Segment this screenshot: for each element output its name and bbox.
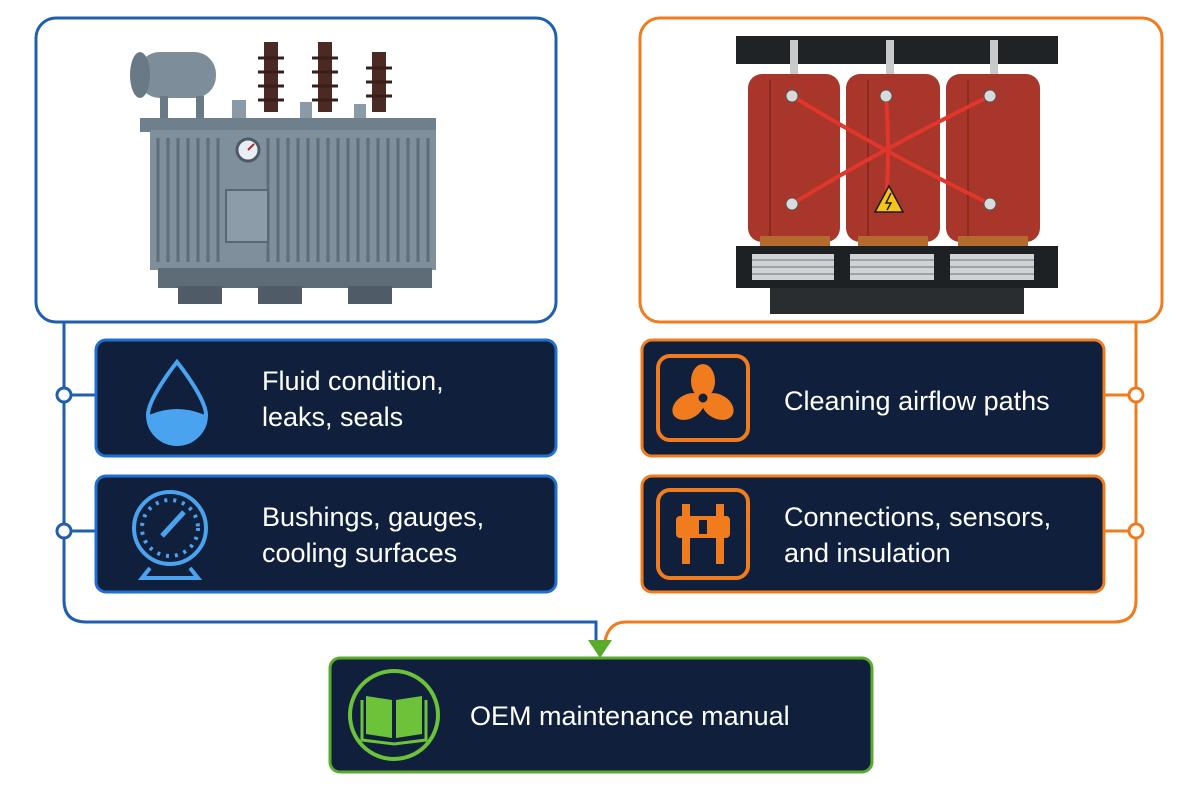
gauge-icon: [132, 490, 208, 580]
connections-sensors-card: Connections, sensors, and insulation: [640, 474, 1106, 594]
right-node-1: [1127, 386, 1145, 404]
oem-manual-label: OEM maintenance manual: [470, 701, 790, 731]
dry-transformer-image: [736, 36, 1058, 314]
oil-transformer-image: [130, 42, 436, 304]
water-drop-icon: [145, 358, 209, 446]
book-icon: [348, 669, 440, 761]
fluid-condition-label-line2: leaks, seals: [262, 402, 403, 432]
bushings-gauges-label-line2: cooling surfaces: [262, 538, 457, 568]
fluid-condition-card: Fluid condition, leaks, seals: [94, 338, 558, 458]
left-node-2: [55, 522, 73, 540]
fluid-condition-label-line1: Fluid condition,: [262, 366, 444, 396]
connections-sensors-label-line2: and insulation: [784, 538, 951, 568]
fan-icon: [656, 354, 750, 442]
connector-icon: [656, 488, 750, 580]
arrow-down-icon: [588, 640, 612, 658]
bushings-gauges-label-line1: Bushings, gauges,: [262, 502, 484, 532]
oem-manual-card: OEM maintenance manual: [328, 656, 874, 774]
connections-sensors-label-line1: Connections, sensors,: [784, 502, 1051, 532]
left-node-1: [55, 386, 73, 404]
bushings-gauges-card: Bushings, gauges, cooling surfaces: [94, 474, 558, 594]
right-node-2: [1127, 522, 1145, 540]
cleaning-airflow-label: Cleaning airflow paths: [784, 386, 1050, 416]
cleaning-airflow-card: Cleaning airflow paths: [640, 338, 1106, 458]
